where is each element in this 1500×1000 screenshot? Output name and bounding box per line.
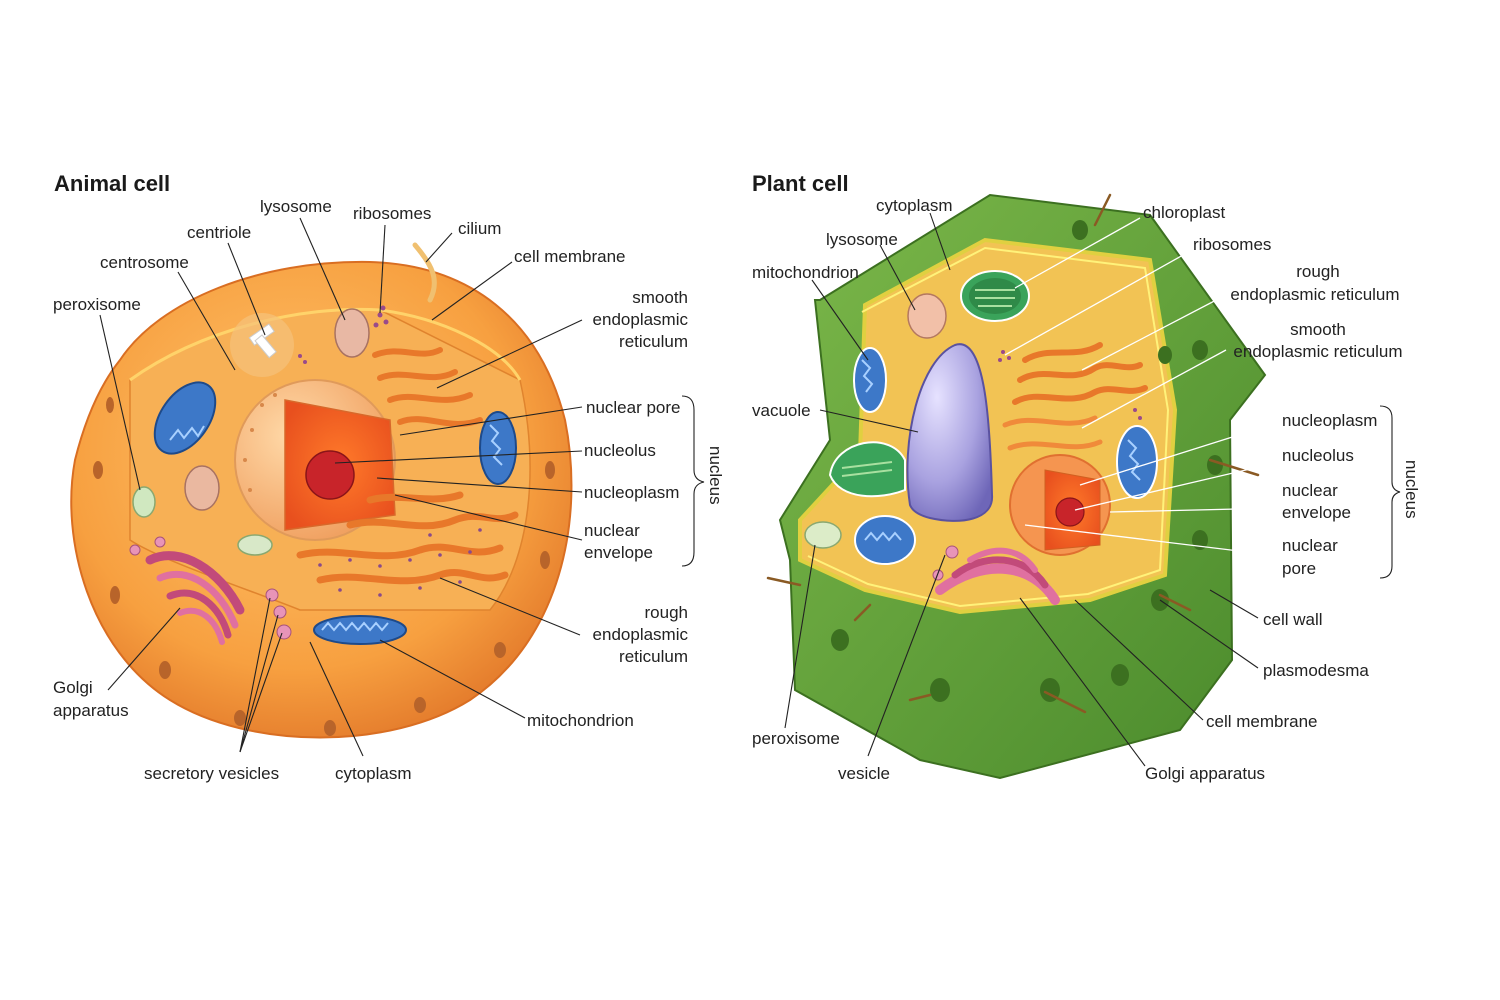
plant-nucleolus bbox=[1055, 497, 1085, 527]
label-nuclear-envelope-1: nuclear bbox=[584, 521, 640, 540]
label-plant-nuclear-envelope-1: nuclear bbox=[1282, 481, 1338, 500]
animal-labels: lysosome ribosomes cilium centriole cent… bbox=[53, 197, 725, 783]
animal-nucleolus bbox=[305, 450, 355, 500]
plant-vesicles bbox=[932, 545, 959, 581]
animal-nucleus-brace bbox=[681, 395, 705, 567]
label-smooth-er-1: smooth bbox=[632, 288, 688, 307]
animal-ribosomes bbox=[298, 305, 389, 364]
animal-cell: Animal cell bbox=[53, 171, 725, 783]
plant-mitochondrion-1 bbox=[853, 347, 887, 413]
plant-vacuole bbox=[906, 343, 994, 522]
label-plant-nucleus: nucleus bbox=[1402, 460, 1421, 519]
label-nucleus: nucleus bbox=[706, 446, 725, 505]
label-peroxisome: peroxisome bbox=[53, 295, 141, 314]
label-plant-vesicle: vesicle bbox=[838, 764, 890, 783]
label-mitochondrion: mitochondrion bbox=[527, 711, 634, 730]
plant-nucleus-brace bbox=[1379, 405, 1401, 579]
label-plant-cytoplasm: cytoplasm bbox=[876, 196, 953, 215]
plant-leader-lines-inside bbox=[1004, 217, 1281, 557]
label-plant-nucleoplasm: nucleoplasm bbox=[1282, 411, 1377, 430]
animal-rough-er-ribosomes bbox=[318, 528, 482, 597]
animal-vesicle bbox=[184, 465, 220, 511]
label-smooth-er-3: reticulum bbox=[619, 332, 688, 351]
animal-mitochondrion-3 bbox=[313, 615, 407, 645]
animal-nucleus bbox=[234, 379, 396, 541]
plant-rough-er bbox=[1012, 342, 1148, 405]
label-plant-peroxisome: peroxisome bbox=[752, 729, 840, 748]
animal-cilium bbox=[412, 242, 437, 303]
label-ribosomes: ribosomes bbox=[353, 204, 431, 223]
label-plant-smooth-er-2: endoplasmic reticulum bbox=[1233, 342, 1402, 361]
animal-smooth-er bbox=[372, 347, 483, 427]
label-plant-cell-wall: cell wall bbox=[1263, 610, 1323, 629]
animal-cell-membrane bbox=[129, 307, 522, 382]
label-plant-nuclear-envelope-2: envelope bbox=[1282, 503, 1351, 522]
label-cytoplasm: cytoplasm bbox=[335, 764, 412, 783]
label-rough-er-3: reticulum bbox=[619, 647, 688, 666]
plant-chloroplast-2 bbox=[828, 441, 906, 498]
label-centrosome: centrosome bbox=[100, 253, 189, 272]
label-secretory-vesicles: secretory vesicles bbox=[144, 764, 279, 783]
plant-wall-fibers bbox=[766, 193, 1260, 714]
animal-mitochondrion-1 bbox=[153, 381, 217, 455]
label-plant-nuclear-pore-2: pore bbox=[1282, 559, 1316, 578]
label-plant-mitochondrion: mitochondrion bbox=[752, 263, 859, 282]
animal-cell-title: Animal cell bbox=[54, 171, 170, 196]
animal-secretory-vesicles bbox=[129, 536, 292, 640]
plant-labels: cytoplasm chloroplast lysosome ribosomes… bbox=[752, 196, 1421, 783]
label-rough-er-1: rough bbox=[645, 603, 688, 622]
plant-golgi bbox=[935, 547, 1060, 605]
label-cell-membrane: cell membrane bbox=[514, 247, 626, 266]
animal-leader-lines bbox=[99, 217, 583, 757]
plant-mitochondrion-2 bbox=[854, 515, 916, 565]
plant-mitochondrion-3 bbox=[1116, 425, 1158, 499]
plant-chloroplast-1 bbox=[960, 270, 1030, 322]
animal-peroxisome bbox=[132, 486, 156, 518]
label-lysosome: lysosome bbox=[260, 197, 332, 216]
label-plant-nucleolus: nucleolus bbox=[1282, 446, 1354, 465]
label-plant-rough-er-2: endoplasmic reticulum bbox=[1230, 285, 1399, 304]
label-nucleolus: nucleolus bbox=[584, 441, 656, 460]
label-plant-rough-er-1: rough bbox=[1296, 262, 1339, 281]
label-plant-vacuole: vacuole bbox=[752, 401, 811, 420]
animal-golgi bbox=[145, 551, 245, 645]
label-nuclear-envelope-2: envelope bbox=[584, 543, 653, 562]
plant-peroxisome bbox=[804, 521, 842, 549]
plant-cell-title: Plant cell bbox=[752, 171, 849, 196]
plant-ribosomes bbox=[998, 350, 1142, 420]
plant-lysosome bbox=[907, 293, 947, 339]
label-golgi-1: Golgi bbox=[53, 678, 93, 697]
animal-lysosome bbox=[334, 308, 370, 358]
plant-plasmodesmata bbox=[831, 220, 1223, 702]
label-smooth-er-2: endoplasmic bbox=[593, 310, 689, 329]
label-plant-plasmodesma: plasmodesma bbox=[1263, 661, 1369, 680]
animal-vesicle-2 bbox=[237, 534, 273, 556]
label-cilium: cilium bbox=[458, 219, 501, 238]
label-plant-ribosomes: ribosomes bbox=[1193, 235, 1271, 254]
label-nuclear-pore: nuclear pore bbox=[586, 398, 681, 417]
plant-leader-lines bbox=[784, 212, 1259, 767]
animal-mitochondrion-2 bbox=[479, 411, 517, 485]
label-golgi-2: apparatus bbox=[53, 701, 129, 720]
label-plant-golgi: Golgi apparatus bbox=[1145, 764, 1265, 783]
plant-cell-membrane bbox=[807, 246, 1170, 608]
animal-rough-er bbox=[296, 491, 519, 585]
label-plant-cell-membrane: cell membrane bbox=[1206, 712, 1318, 731]
label-plant-smooth-er-1: smooth bbox=[1290, 320, 1346, 339]
label-centriole: centriole bbox=[187, 223, 251, 242]
plant-cell: Plant cell bbox=[752, 171, 1421, 783]
label-plant-chloroplast: chloroplast bbox=[1143, 203, 1225, 222]
animal-centrosome bbox=[230, 313, 294, 377]
animal-nuclear-pores bbox=[243, 393, 277, 492]
label-plant-nuclear-pore-1: nuclear bbox=[1282, 536, 1338, 555]
plant-smooth-er bbox=[1002, 415, 1103, 451]
plant-nucleus bbox=[1009, 454, 1111, 556]
label-plant-lysosome: lysosome bbox=[826, 230, 898, 249]
animal-surface-pits bbox=[93, 397, 555, 736]
label-rough-er-2: endoplasmic bbox=[593, 625, 689, 644]
label-nucleoplasm: nucleoplasm bbox=[584, 483, 679, 502]
